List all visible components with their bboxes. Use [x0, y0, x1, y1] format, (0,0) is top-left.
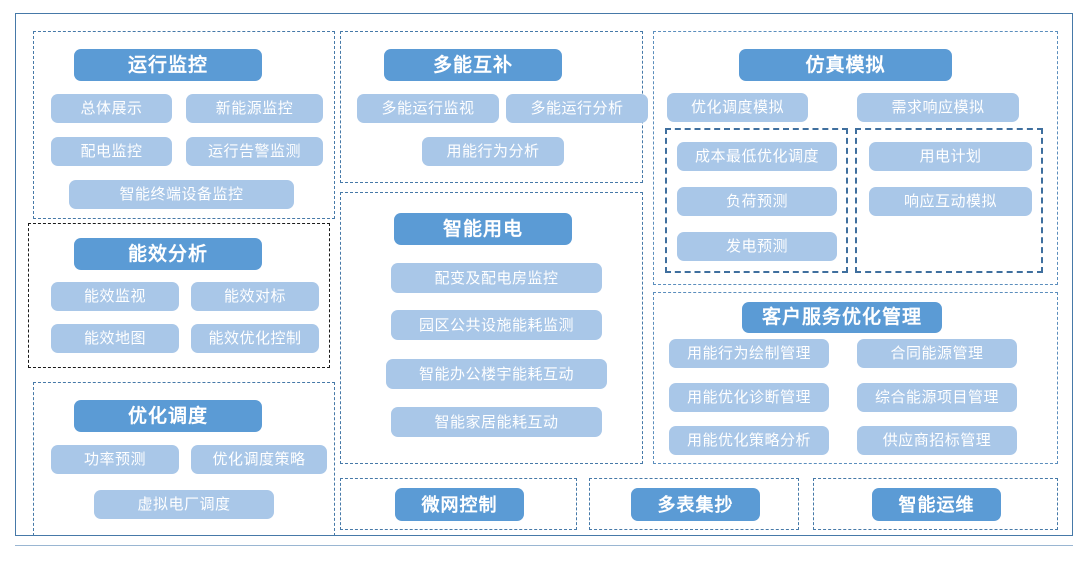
- item-electricity-plan[interactable]: 用电计划: [869, 142, 1032, 171]
- item-distribution-monitoring[interactable]: 配电监控: [51, 137, 172, 166]
- panel-operation-monitoring[interactable]: 运行监控 总体展示 新能源监控 配电监控 运行告警监测 智能终端设备监控: [33, 31, 335, 219]
- item-multi-energy-operation-monitoring[interactable]: 多能运行监视: [357, 94, 499, 123]
- item-multi-energy-operation-analysis[interactable]: 多能运行分析: [506, 94, 648, 123]
- item-energy-optimization-diagnosis-management[interactable]: 用能优化诊断管理: [669, 383, 829, 412]
- item-load-forecast[interactable]: 负荷预测: [677, 187, 837, 216]
- panel-microgrid-control[interactable]: 微网控制: [340, 478, 577, 530]
- item-efficiency-map[interactable]: 能效地图: [51, 324, 179, 353]
- item-power-forecast[interactable]: 功率预测: [51, 445, 179, 474]
- panel-title-smart-electricity: 智能用电: [394, 213, 572, 245]
- item-smart-home-energy-interaction[interactable]: 智能家居能耗互动: [391, 407, 602, 437]
- item-generation-forecast[interactable]: 发电预测: [677, 232, 837, 261]
- panel-title-optimal-dispatch: 优化调度: [74, 400, 262, 432]
- panel-title-customer-service-optimization: 客户服务优化管理: [742, 302, 942, 333]
- item-smart-office-building-energy-interaction[interactable]: 智能办公楼宇能耗互动: [386, 359, 607, 389]
- item-efficiency-optimization-control[interactable]: 能效优化控制: [191, 324, 319, 353]
- panel-title-multi-energy-complementary: 多能互补: [384, 49, 562, 81]
- item-efficiency-monitoring[interactable]: 能效监视: [51, 282, 179, 311]
- panel-title-operation-monitoring: 运行监控: [74, 49, 262, 81]
- panel-customer-service-optimization[interactable]: 客户服务优化管理 用能行为绘制管理 合同能源管理 用能优化诊断管理 综合能源项目…: [653, 292, 1058, 464]
- item-contract-energy-management[interactable]: 合同能源管理: [857, 339, 1017, 368]
- panel-multi-energy-complementary[interactable]: 多能互补 多能运行监视 多能运行分析 用能行为分析: [340, 31, 648, 183]
- item-operation-alarm-monitoring[interactable]: 运行告警监测: [186, 137, 323, 166]
- item-response-interaction-simulation[interactable]: 响应互动模拟: [869, 187, 1032, 216]
- item-transformer-substation-monitoring[interactable]: 配变及配电房监控: [391, 263, 602, 293]
- subpanel-demand-response-group[interactable]: 用电计划 响应互动模拟: [855, 128, 1043, 273]
- item-overall-display[interactable]: 总体展示: [51, 94, 172, 123]
- panel-title-multi-meter-reading: 多表集抄: [631, 488, 760, 521]
- panel-title-simulation: 仿真模拟: [739, 49, 952, 81]
- item-optimal-dispatch-strategy[interactable]: 优化调度策略: [191, 445, 327, 474]
- item-efficiency-benchmarking[interactable]: 能效对标: [191, 282, 319, 311]
- item-park-public-facility-energy-monitoring[interactable]: 园区公共设施能耗监测: [391, 310, 602, 340]
- item-lowest-cost-optimal-dispatch[interactable]: 成本最低优化调度: [677, 142, 837, 171]
- panel-title-energy-efficiency-analysis: 能效分析: [74, 238, 262, 270]
- item-energy-behavior-profiling-management[interactable]: 用能行为绘制管理: [669, 339, 829, 368]
- item-energy-behavior-analysis[interactable]: 用能行为分析: [422, 137, 564, 166]
- panel-title-intelligent-operation: 智能运维: [872, 488, 1001, 521]
- subpanel-dispatch-simulation-group[interactable]: 成本最低优化调度 负荷预测 发电预测: [665, 128, 848, 273]
- item-energy-optimization-strategy-analysis[interactable]: 用能优化策略分析: [669, 426, 829, 455]
- item-virtual-power-plant-dispatch[interactable]: 虚拟电厂调度: [94, 490, 274, 519]
- panel-multi-meter-reading[interactable]: 多表集抄: [589, 478, 799, 530]
- item-demand-response-simulation[interactable]: 需求响应模拟: [857, 93, 1019, 122]
- panel-smart-electricity[interactable]: 智能用电 配变及配电房监控 园区公共设施能耗监测 智能办公楼宇能耗互动 智能家居…: [340, 192, 643, 464]
- item-integrated-energy-project-management[interactable]: 综合能源项目管理: [857, 383, 1017, 412]
- bottom-separator-rule: [15, 545, 1073, 546]
- panel-simulation[interactable]: 仿真模拟 优化调度模拟 需求响应模拟 成本最低优化调度 负荷预测 发电预测 用电…: [653, 31, 1058, 285]
- item-optimal-dispatch-simulation[interactable]: 优化调度模拟: [667, 93, 808, 122]
- panel-optimal-dispatch[interactable]: 优化调度 功率预测 优化调度策略 虚拟电厂调度: [33, 382, 335, 536]
- item-new-energy-monitoring[interactable]: 新能源监控: [186, 94, 323, 123]
- item-supplier-bidding-management[interactable]: 供应商招标管理: [857, 426, 1017, 455]
- item-smart-terminal-device-monitoring[interactable]: 智能终端设备监控: [69, 180, 294, 209]
- panel-title-microgrid-control: 微网控制: [395, 488, 524, 521]
- panel-energy-efficiency-analysis[interactable]: 能效分析 能效监视 能效对标 能效地图 能效优化控制: [28, 223, 330, 368]
- panel-intelligent-operation[interactable]: 智能运维: [813, 478, 1058, 530]
